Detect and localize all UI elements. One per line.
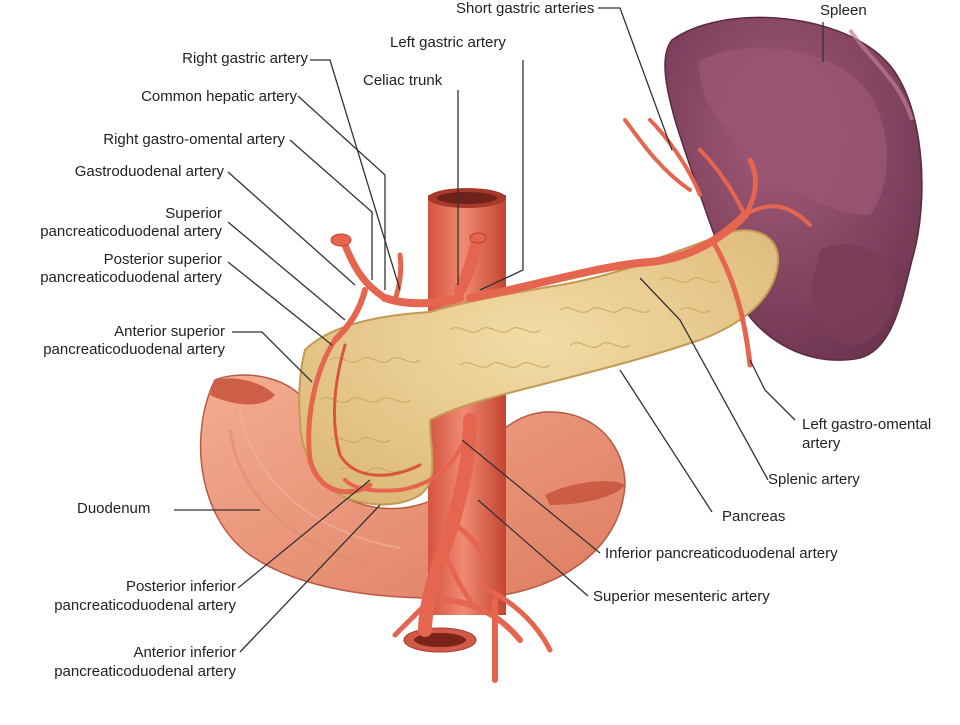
label-common-hepatic-artery: Common hepatic artery bbox=[141, 88, 297, 105]
label-spleen: Spleen bbox=[820, 2, 867, 19]
label-inferior-pd-artery: Inferior pancreaticoduodenal artery bbox=[605, 545, 838, 562]
label-posterior-superior-pd-line2: pancreaticoduodenal artery bbox=[40, 269, 222, 286]
label-right-gastric-artery: Right gastric artery bbox=[182, 50, 308, 67]
label-duodenum: Duodenum bbox=[77, 500, 151, 517]
pancreas-organ bbox=[298, 229, 780, 506]
label-anterior-inferior-pd-line2: pancreaticoduodenal artery bbox=[54, 663, 236, 680]
label-pancreas: Pancreas bbox=[722, 508, 786, 525]
artery-network bbox=[306, 118, 812, 683]
label-anterior-superior-pd-line1: Anterior superior bbox=[114, 323, 225, 340]
label-left-gastro-omental-line1: Left gastro-omental bbox=[802, 416, 932, 433]
label-gastroduodenal-artery: Gastroduodenal artery bbox=[74, 163, 224, 180]
label-short-gastric-arteries: Short gastric arteries bbox=[456, 0, 595, 17]
leader-lines bbox=[174, 7, 824, 653]
duodenum-organ bbox=[199, 374, 626, 599]
label-posterior-inferior-pd-line2: pancreaticoduodenal artery bbox=[54, 597, 236, 614]
label-left-gastric-artery: Left gastric artery bbox=[390, 34, 506, 51]
label-anterior-superior-pd-line2: pancreaticoduodenal artery bbox=[43, 341, 225, 358]
label-superior-pd-line2: pancreaticoduodenal artery bbox=[40, 223, 222, 240]
label-superior-mesenteric-artery: Superior mesenteric artery bbox=[593, 588, 770, 605]
label-left-gastro-omental-line2: artery bbox=[802, 435, 841, 452]
label-splenic-artery: Splenic artery bbox=[768, 471, 860, 488]
label-posterior-inferior-pd-line1: Posterior inferior bbox=[125, 578, 236, 595]
label-anterior-inferior-pd-line1: Anterior inferior bbox=[133, 644, 236, 661]
label-celiac-trunk: Celiac trunk bbox=[363, 72, 443, 89]
label-posterior-superior-pd-line1: Posterior superior bbox=[103, 251, 222, 268]
label-right-gastro-omental-artery: Right gastro-omental artery bbox=[103, 131, 285, 148]
label-superior-pd-line1: Superior bbox=[165, 205, 222, 222]
